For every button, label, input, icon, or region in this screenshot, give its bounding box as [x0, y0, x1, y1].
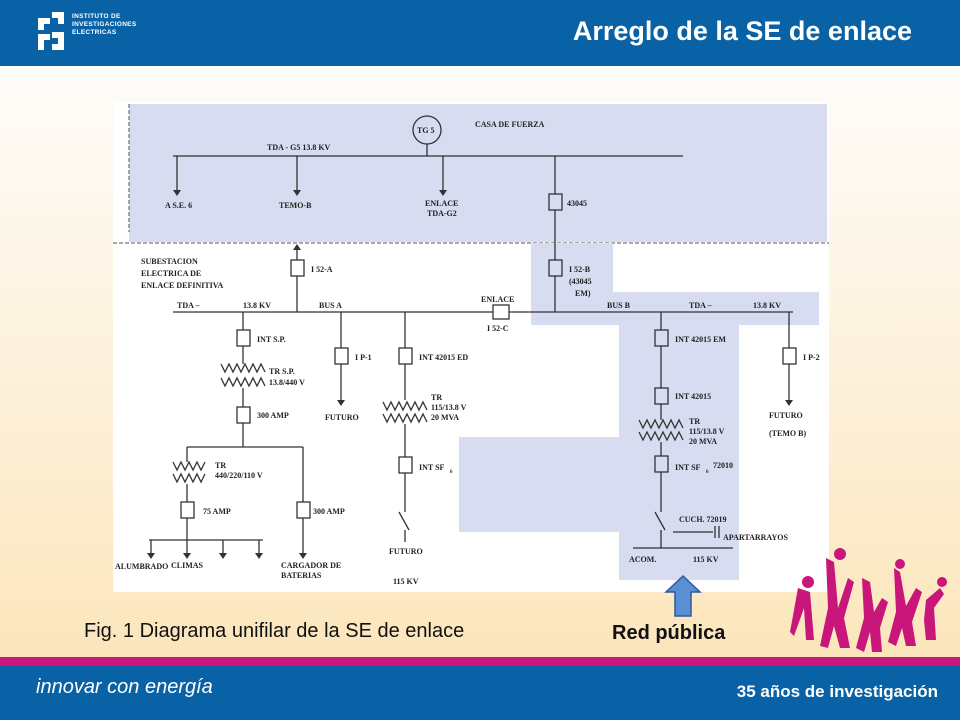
- enlace-label: ENLACE: [481, 295, 514, 304]
- int-sp-label: INT S.P.: [257, 335, 286, 344]
- tda-left-label: TDA –: [177, 301, 200, 310]
- iie-logo-icon: [36, 10, 66, 52]
- slide-title: Arreglo de la SE de enlace: [572, 16, 912, 46]
- tda-g5-label: TDA - G5 13.8 KV: [267, 143, 331, 152]
- ase6-label: A S.E. 6: [165, 201, 192, 210]
- tr-right-label-3: 20 MVA: [689, 437, 717, 446]
- kv-left-label: 13.8 KV: [243, 301, 271, 310]
- kv-right-label: 13.8 KV: [753, 301, 781, 310]
- int42015em-label: INT 42015 EM: [675, 335, 726, 344]
- tr-low-label: TR: [215, 461, 226, 470]
- cargador-label: CARGADOR DE: [281, 561, 341, 570]
- temo-b-label: (TEMO B): [769, 429, 806, 438]
- subestacion-label: SUBESTACION: [141, 257, 198, 266]
- cargador-label-2: BATERIAS: [281, 571, 322, 580]
- footer-anniversary: 35 años de investigación: [736, 682, 938, 701]
- acom-label: ACOM.: [629, 555, 656, 564]
- alumbrado-label: ALUMBRADO: [115, 562, 168, 571]
- intsf6-right-label: INT SF: [675, 463, 701, 472]
- tr-mid-label-3: 20 MVA: [431, 413, 459, 422]
- int42015ed-label: INT 42015 ED: [419, 353, 468, 362]
- kv115-mid-label: 115 KV: [393, 577, 419, 586]
- amp300a-label: 300 AMP: [257, 411, 289, 420]
- enlace-zone: [459, 243, 819, 580]
- climas-label: CLIMAS: [171, 561, 204, 570]
- i52a-label: I 52-A: [311, 265, 333, 274]
- casa-label: CASA DE FUERZA: [475, 120, 545, 129]
- i52b-label-2: (43045: [569, 277, 592, 286]
- n72010-label: 72010: [713, 461, 733, 470]
- tr-mid-label-2: 115/13.8 V: [431, 403, 467, 412]
- footer-stripe: [0, 657, 960, 666]
- ip1-label: I P-1: [355, 353, 372, 362]
- header-bar: INSTITUTO DE INVESTIGACIONES ELECTRICAS …: [0, 0, 960, 66]
- kv115-right-label: 115 KV: [693, 555, 719, 564]
- subestacion-label-2: ELECTRICA DE: [141, 269, 201, 278]
- red-publica-label: Red pública: [612, 622, 726, 644]
- amp75-label: 75 AMP: [203, 507, 231, 516]
- tda-right-label: TDA –: [689, 301, 712, 310]
- i52b-label: I 52-B: [569, 265, 591, 274]
- casa-de-fuerza-zone: [129, 104, 827, 242]
- int42015-label: INT 42015: [675, 392, 711, 401]
- logo-line: ELECTRICAS: [72, 29, 117, 36]
- bus-b-label: BUS B: [607, 301, 631, 310]
- celebration-figures-icon: [790, 548, 947, 652]
- trsp-label-2: 13.8/440 V: [269, 378, 305, 387]
- i52c-label: I 52-C: [487, 324, 509, 333]
- tr-right-label-2: 115/13.8 V: [689, 427, 725, 436]
- futuro-a-label: FUTURO: [325, 413, 359, 422]
- futuro-mid-label: FUTURO: [389, 547, 423, 556]
- single-line-diagram: TG 5 CASA DE FUERZA TDA - G5 13.8 KV A S…: [113, 102, 829, 592]
- cuch-label: CUCH. 72019: [679, 515, 727, 524]
- enlace-tda-label-2: TDA-G2: [427, 209, 457, 218]
- bus-a-label: BUS A: [319, 301, 342, 310]
- logo-text: INSTITUTO DE INVESTIGACIONES ELECTRICAS: [72, 13, 136, 37]
- subestacion-label-3: ENLACE DEFINITIVA: [141, 281, 224, 290]
- amp300b-label: 300 AMP: [313, 507, 345, 516]
- footer-bar: [0, 666, 960, 720]
- apartarrayos-label: APARTARRAYOS: [723, 533, 788, 542]
- trsp-label: TR S.P.: [269, 367, 295, 376]
- logo-line: INSTITUTO DE: [72, 13, 121, 20]
- tr-right-label: TR: [689, 417, 700, 426]
- intsf6-mid-sub: 6: [450, 470, 453, 475]
- logo-line: INVESTIGACIONES: [72, 21, 137, 28]
- intsf6-right-sub: 6: [706, 470, 709, 475]
- temob-label: TEMO-B: [279, 201, 312, 210]
- figure-caption: Fig. 1 Diagrama unifilar de la SE de enl…: [84, 620, 465, 642]
- intsf6-mid-label: INT SF: [419, 463, 445, 472]
- footer-slogan: innovar con energía: [36, 676, 213, 698]
- tr-mid-label: TR: [431, 393, 442, 402]
- enlace-tda-label: ENLACE: [425, 199, 458, 208]
- n43045-label: 43045: [567, 199, 587, 208]
- futuro-r-label: FUTURO: [769, 411, 803, 420]
- tr-low-label-2: 440/220/110 V: [215, 471, 263, 480]
- tg5-label: TG 5: [417, 126, 435, 135]
- arrow-up-icon: [664, 574, 702, 617]
- ip2-label: I P-2: [803, 353, 820, 362]
- i52b-label-3: EM): [575, 289, 591, 298]
